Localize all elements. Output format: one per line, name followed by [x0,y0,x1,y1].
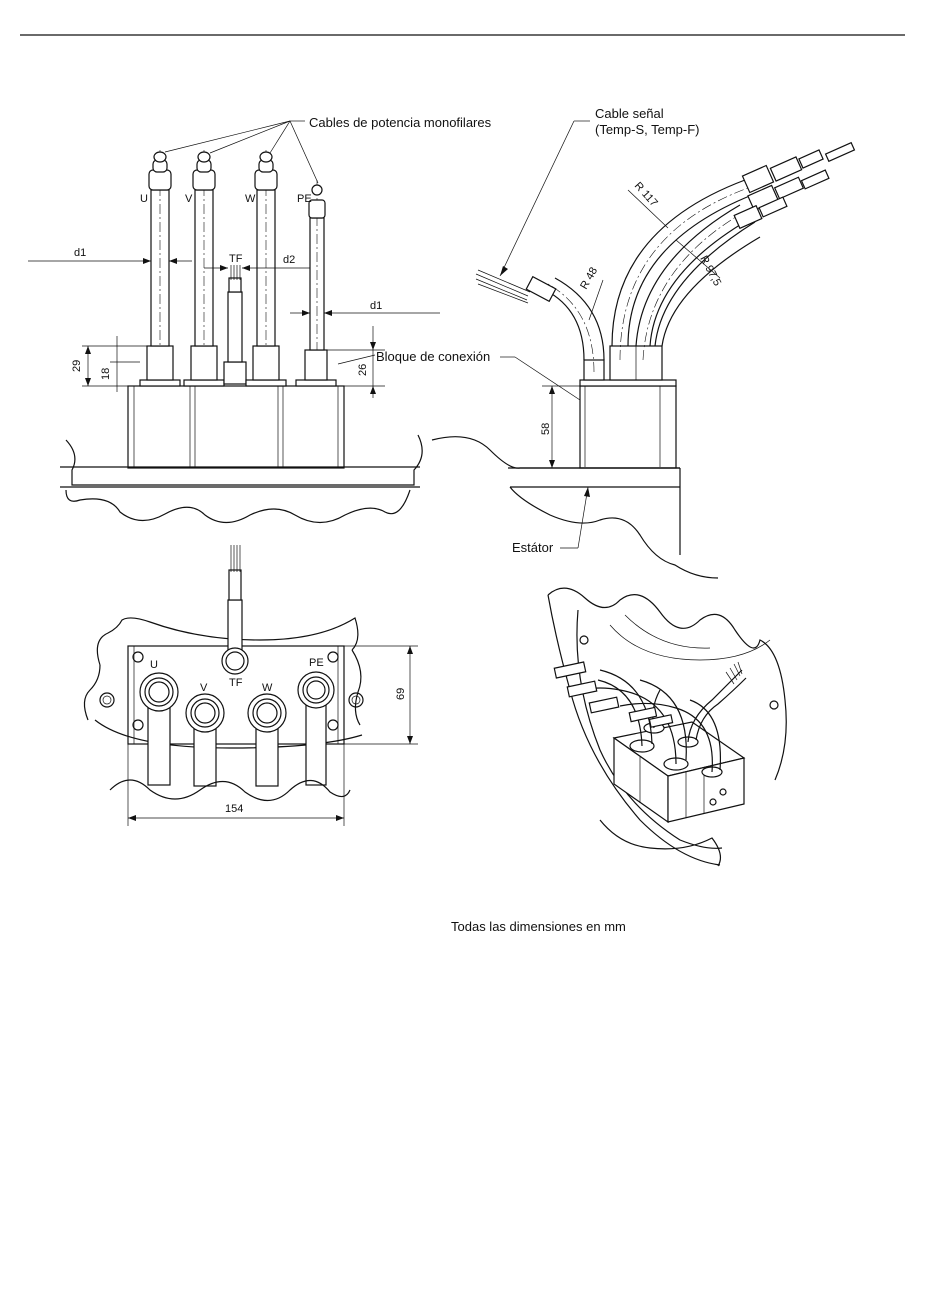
top-gland-tf [222,545,248,674]
dim-29-18 [82,336,147,392]
dim-d1-left-label: d1 [74,247,86,259]
front-break-line [66,490,410,523]
dim-r48-label: R 48 [578,265,600,291]
connection-block-label: Bloque de conexión [376,349,490,364]
dim-r117-label: R 117 [632,180,660,209]
power-cables-leaders [165,121,318,183]
top-gland-w [248,694,286,786]
dim-26-label: 26 [357,364,369,376]
front-gland-tf [224,362,246,384]
top-view [84,545,418,826]
signal-cable-wires [476,270,530,303]
top-label-pe: PE [309,657,324,669]
front-label-tf: TF [229,253,243,265]
dim-d2-label: d2 [283,254,295,266]
front-connection-block [128,386,344,468]
top-gland-v [186,694,224,786]
side-connection-block [580,386,676,468]
dim-58-label: 58 [540,423,552,435]
top-gland-pe [298,672,334,785]
top-label-u: U [150,659,158,671]
signal-cable-label-line2: (Temp-S, Temp-F) [595,122,700,137]
front-cable-v [193,150,215,346]
front-cable-u [149,150,171,346]
iso-cable-tips [554,662,742,727]
top-label-v: V [200,682,208,694]
front-label-u: U [140,193,148,205]
front-cable-tf [228,265,242,362]
top-label-tf: TF [229,677,243,689]
top-gland-u [140,673,178,785]
power-cables-label: Cables de potencia monofilares [309,115,492,130]
front-label-v: V [185,193,193,205]
dim-29-label: 29 [71,360,83,372]
iso-connection-block [614,722,744,822]
signal-cable-label-line1: Cable señal [595,106,664,121]
dim-154-label: 154 [225,803,243,815]
front-gland-u [140,346,180,386]
front-gland-pe [296,350,336,386]
front-label-w: W [245,193,256,205]
top-label-w: W [262,682,273,694]
units-note: Todas las dimensiones en mm [451,919,626,934]
dim-69-label: 69 [395,688,407,700]
isometric-view [548,588,786,866]
dim-d1-right-label: d1 [370,300,382,312]
side-stator [432,437,680,469]
front-gland-v [184,346,224,386]
side-cable-tips [734,143,854,229]
dim-18-label: 18 [100,368,112,380]
front-cable-w [255,150,277,346]
front-view: U V W PE TF Cables de potencia monofilar… [28,115,492,523]
front-gland-w [246,346,286,386]
dim-r97-label: R 97,5 [697,254,723,288]
front-label-pe: PE [297,193,312,205]
stator-label: Estátor [512,540,554,555]
front-stator [66,435,422,485]
front-cable-pe [309,180,325,350]
